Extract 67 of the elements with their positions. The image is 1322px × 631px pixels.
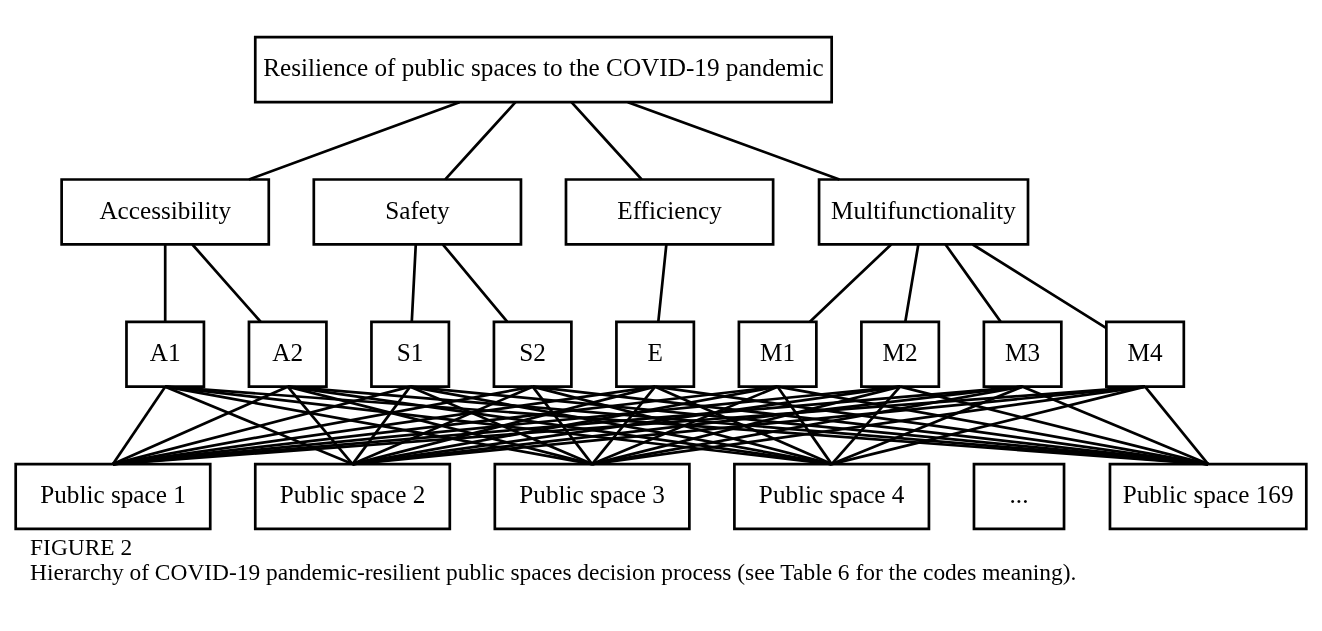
connector [809,243,893,323]
node-box: S1 [370,320,451,388]
node-box: M3 [982,320,1063,388]
connector [112,385,656,466]
connector [286,385,354,465]
connector [164,385,354,466]
connector [531,385,594,465]
node-box: Multifunctionality [817,178,1030,246]
node-box: Public space 2 [253,462,452,531]
node-box: E [615,320,696,388]
connector [570,101,643,181]
node-box: Public space 169 [1108,462,1308,531]
connector [777,385,1209,466]
connector [972,243,1108,330]
node-box: Efficiency [564,178,775,246]
connector [112,385,289,466]
connector [287,385,832,466]
connector [444,101,517,181]
node-box: ... [972,462,1066,531]
connector [776,385,833,465]
connector [903,244,920,322]
connector [112,385,411,466]
node-box: Accessibility [60,178,271,246]
connector [831,385,1024,466]
node-box: M4 [1105,320,1186,388]
connector [657,244,668,322]
node-box: M1 [737,320,818,388]
connector [532,385,1209,466]
connector [831,385,1146,466]
node-box: Resilience of public spaces to the COVID-19 pandemic [253,35,833,104]
connector [409,385,832,466]
node-box: A2 [247,320,328,388]
connector [287,385,593,466]
caption: Hierarchy of COVID-19 pandemic-resilient public spaces decision process (see Table 6 for the codes meaning). [30,559,1077,586]
connector [351,385,412,465]
node-box: Public space 3 [493,462,691,531]
connector [532,385,832,466]
connector [410,244,418,322]
node-box: S2 [492,320,573,388]
node-box: Public space 4 [733,462,931,531]
connector [352,385,778,466]
diagram-title: FIGURE 2 [30,533,133,560]
connector [899,385,1209,466]
connector [591,385,657,465]
connector [944,243,1002,323]
connector [352,385,656,466]
connector [1144,385,1210,465]
connector [830,385,902,465]
connector [352,385,901,466]
connector [591,385,1023,466]
connector [164,385,593,466]
connector [591,385,901,466]
connector [191,243,262,323]
connector [111,385,167,465]
connector [441,243,509,323]
node-box: M2 [860,320,941,388]
connector [654,385,1209,466]
connector [112,385,533,466]
node-box: A1 [125,320,206,388]
connector [627,100,840,181]
node-box: Safety [312,178,523,246]
connector [1022,385,1209,466]
node-box: Public space 1 [14,462,212,531]
connector [163,244,167,322]
connector [352,385,1023,466]
connector [591,385,1146,466]
connector [248,100,460,181]
